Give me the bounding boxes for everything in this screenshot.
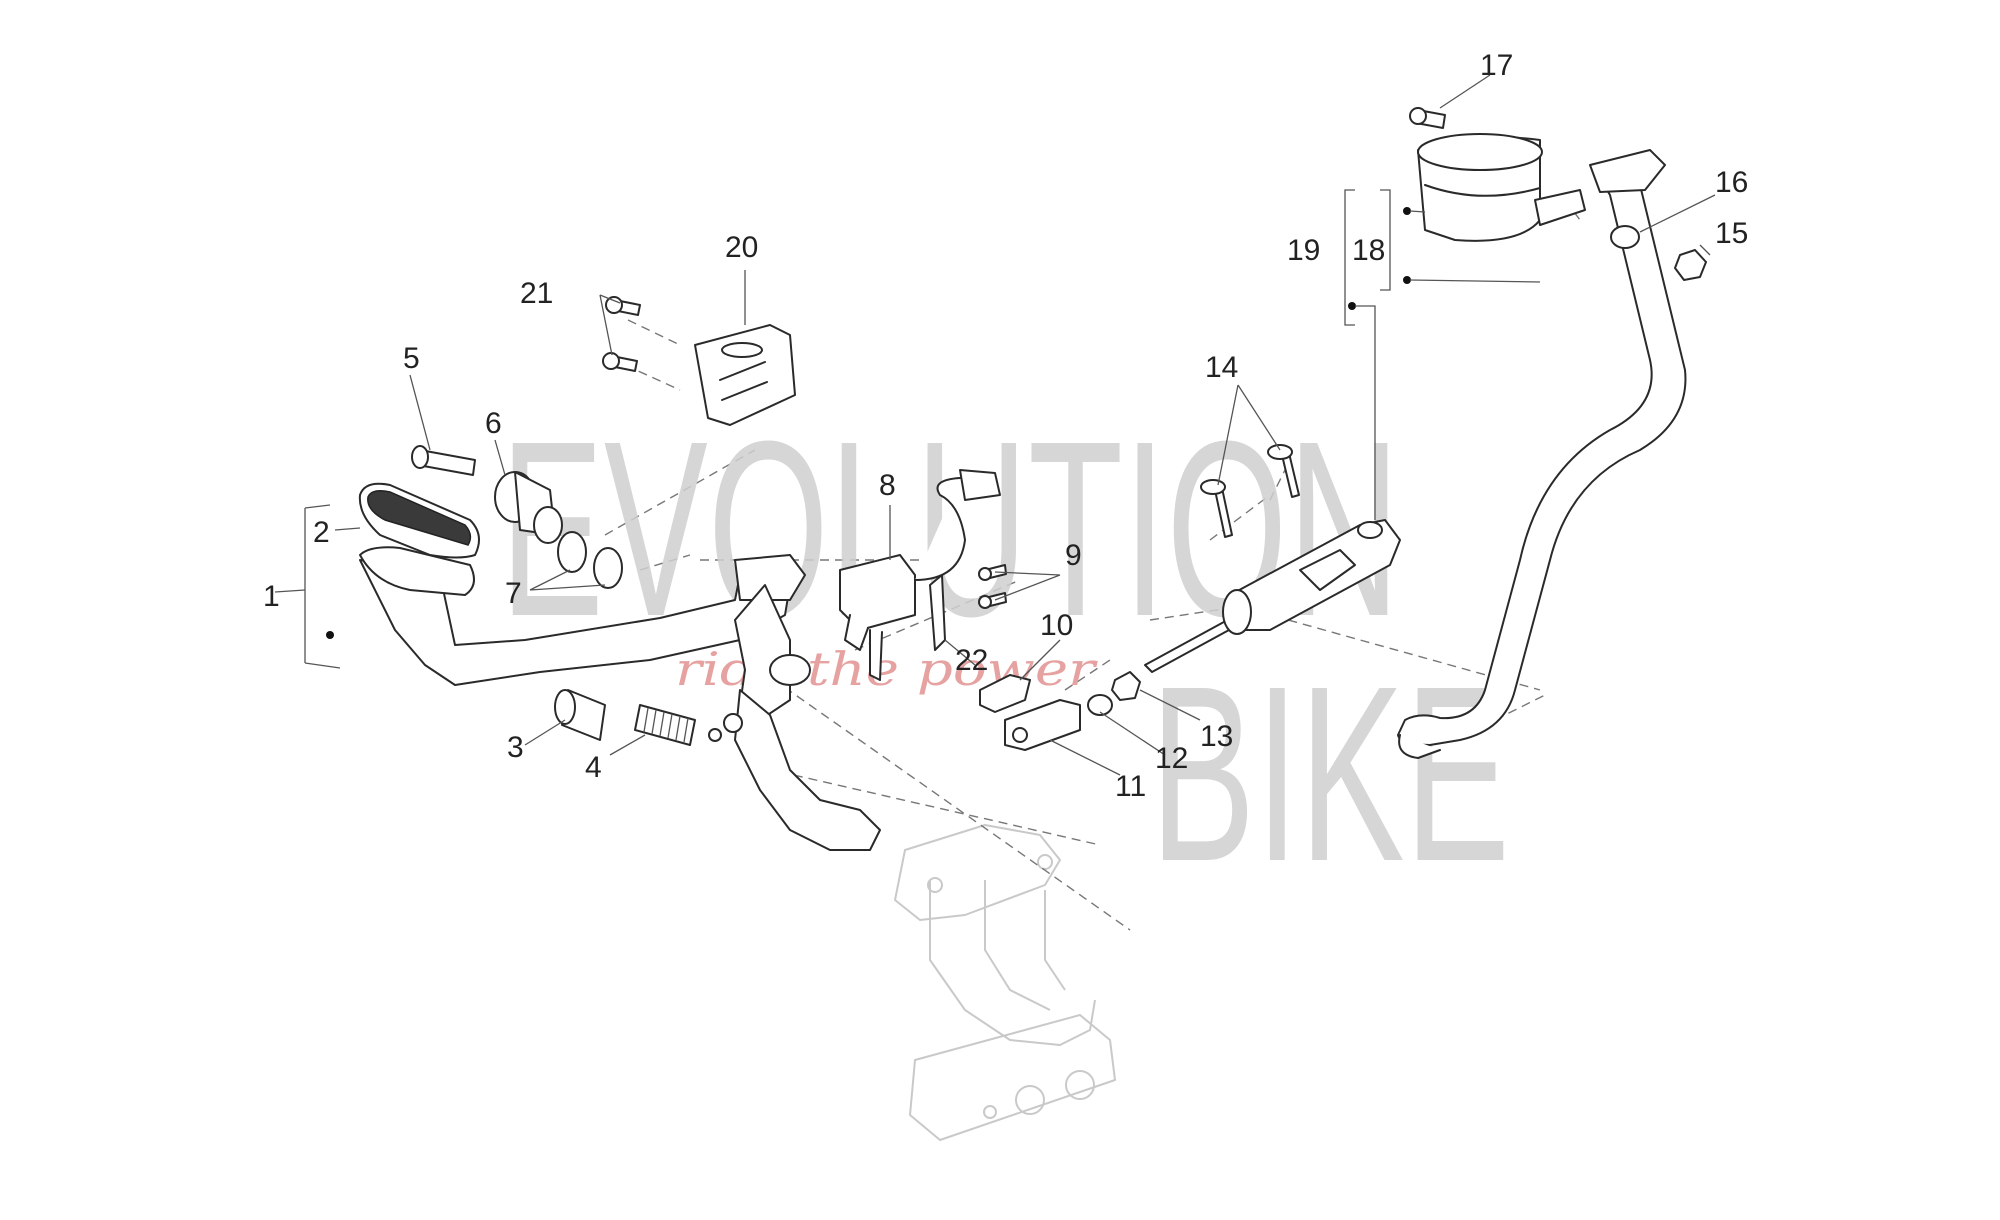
watermark-line2: BIKE <box>1150 634 1510 913</box>
part-clip-clevis <box>979 674 1081 751</box>
leader-lines <box>334 74 1716 776</box>
part-bolt-5 <box>411 445 476 476</box>
part-reservoir <box>1409 107 1586 242</box>
callout-4: 4 <box>585 751 602 784</box>
callout-1: 1 <box>263 580 280 613</box>
callout-20: 20 <box>725 231 758 264</box>
part-master-cylinder <box>1144 519 1401 673</box>
part-spring <box>634 704 722 746</box>
callout-18: 18 <box>1352 234 1385 267</box>
part-bolts-14 <box>1200 444 1300 538</box>
part-guard-plate <box>694 324 796 426</box>
part-pivot-bushing <box>494 471 563 544</box>
part-brake-lever <box>359 546 881 851</box>
callout-15: 15 <box>1715 217 1748 250</box>
callout-21: 21 <box>520 277 553 310</box>
callout-13: 13 <box>1200 720 1233 753</box>
part-bushing <box>554 689 606 741</box>
callout-17: 17 <box>1480 49 1513 82</box>
part-reservoir-hose <box>1397 149 1687 759</box>
callout-7: 7 <box>505 577 522 610</box>
part-nut-washer <box>1610 225 1707 281</box>
callout-11: 11 <box>1115 770 1146 803</box>
frame-bracket-ghost <box>894 824 1116 1141</box>
callout-6: 6 <box>485 407 502 440</box>
callout-2: 2 <box>313 516 330 549</box>
callout-19: 19 <box>1287 234 1320 267</box>
callout-10: 10 <box>1040 609 1073 642</box>
callout-14: 14 <box>1205 351 1238 384</box>
callout-labels: 1 2 3 4 5 6 7 8 9 10 11 12 13 14 15 16 1… <box>263 49 1748 803</box>
callout-8: 8 <box>879 469 896 502</box>
callout-3: 3 <box>507 731 524 764</box>
callout-22: 22 <box>955 644 988 677</box>
assembly-lines <box>604 199 1581 931</box>
part-brake-switch <box>839 469 1001 681</box>
callout-9: 9 <box>1065 539 1082 572</box>
part-rings <box>557 531 623 589</box>
callout-5: 5 <box>403 342 420 375</box>
callout-16: 16 <box>1715 166 1748 199</box>
watermark-slogan: ride the power <box>675 642 1099 696</box>
part-rubber-pad <box>358 482 480 559</box>
group-brackets <box>274 189 1541 669</box>
part-washer-nut <box>1087 671 1141 716</box>
part-screws-21 <box>602 296 641 372</box>
callout-12: 12 <box>1155 742 1188 775</box>
